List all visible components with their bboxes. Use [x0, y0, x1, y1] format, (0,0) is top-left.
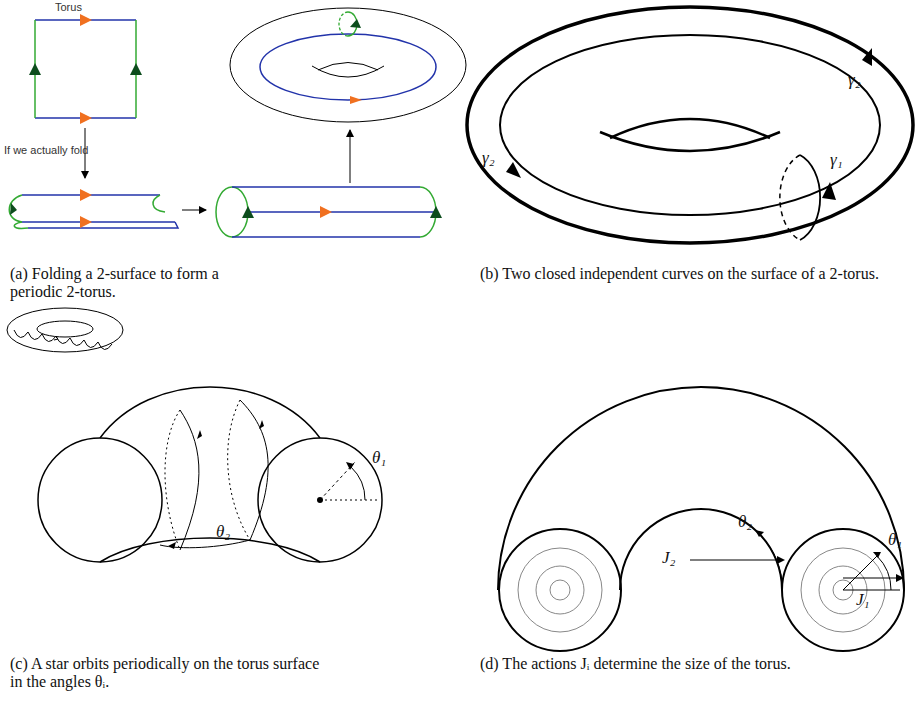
fold-note: If we actually fold — [4, 144, 88, 157]
curve-label: γ₁ — [830, 150, 843, 170]
action-label: J₁ — [856, 590, 869, 610]
curve-label: γ₂ — [482, 148, 495, 168]
panel-caption: (a) Folding a 2-surface to form a period… — [10, 265, 230, 302]
panel-caption: (b) Two closed independent curves on the… — [480, 265, 900, 283]
angle-label: θ₂ — [216, 522, 230, 542]
panel-caption: (d) The actions Jᵢ determine the size of… — [480, 655, 800, 673]
angle-label: θ₁ — [888, 530, 902, 550]
angle-label: θ₂ — [738, 512, 752, 532]
panel-title: Torus — [55, 1, 82, 14]
action-label: J₂ — [662, 548, 675, 568]
angle-label: θ₁ — [372, 448, 386, 468]
panel-caption: (c) A star orbits periodically on the to… — [10, 655, 330, 692]
curve-label: γ₂ — [848, 70, 861, 90]
